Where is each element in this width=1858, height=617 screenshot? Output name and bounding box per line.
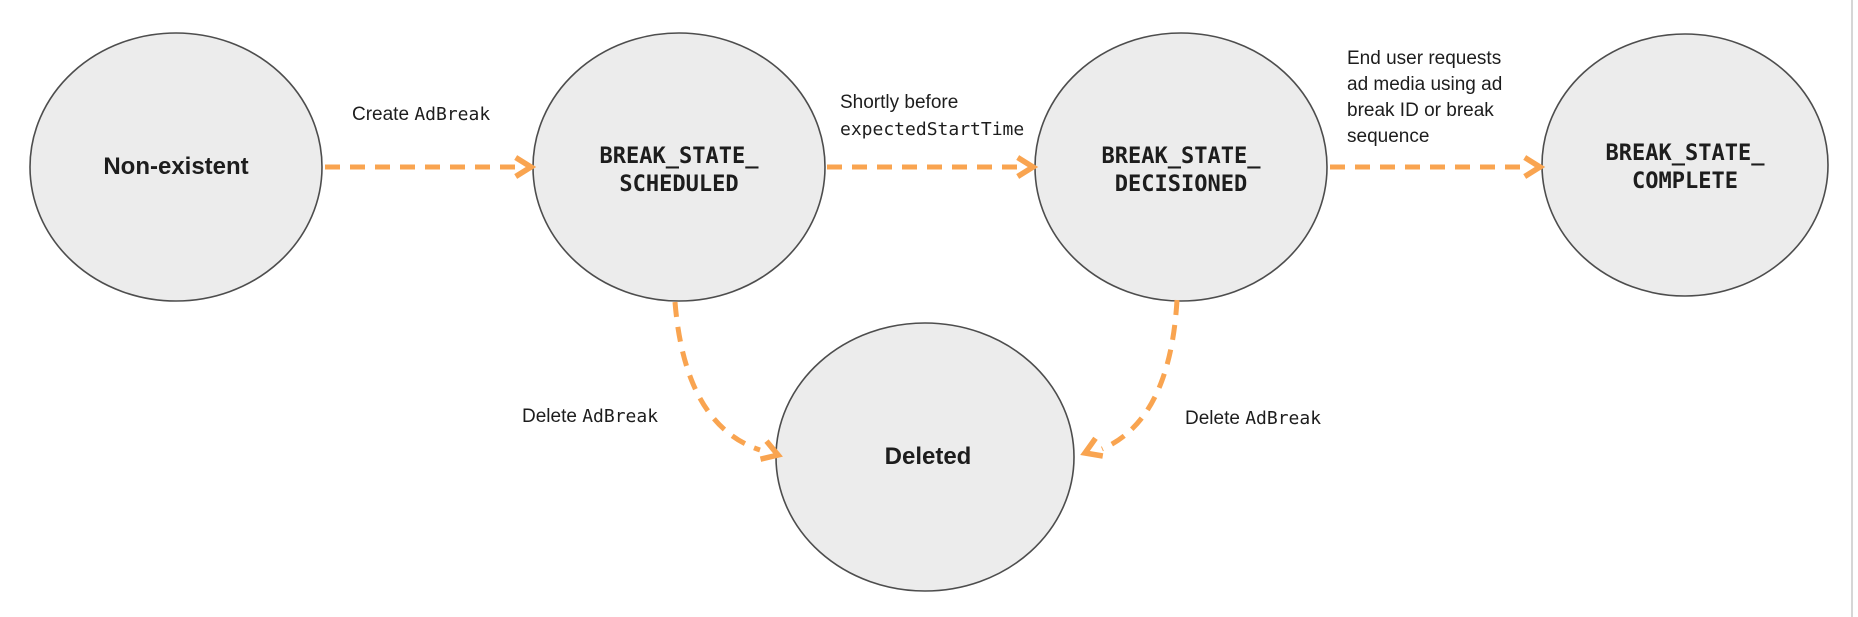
arrowhead-icon-before-expected-start-time: [1016, 155, 1039, 179]
state-label-break-state-complete: BREAK_STATE_ COMPLETE: [1605, 141, 1765, 194]
transition-label-delete-adbreak-from-scheduled: Delete AdBreak: [522, 406, 659, 427]
state-node-ellipse-break-state-complete: [1541, 33, 1829, 297]
arrowhead-icon-create-adbreak: [514, 155, 537, 179]
transition-path-delete-adbreak-from-decisioned: [1101, 299, 1180, 452]
transition-label-delete-adbreak-from-decisioned: Delete AdBreak: [1185, 408, 1322, 429]
content-right-border: [1851, 0, 1853, 617]
arrowhead-icon-delete-adbreak-from-decisioned: [1080, 436, 1104, 459]
state-label-deleted: Deleted: [884, 443, 972, 470]
state-label-break-state-scheduled: BREAK_STATE_ SCHEDULED: [599, 144, 759, 197]
arrowhead-icon-delete-adbreak-from-scheduled: [759, 439, 783, 462]
transition-label-before-expected-start-time: Shortly before expectedStartTime: [840, 92, 1025, 140]
transition-label-create-adbreak: Create AdBreak: [352, 104, 491, 125]
transition-path-delete-adbreak-from-scheduled: [672, 301, 761, 453]
arrowhead-icon-end-user-requests: [1523, 155, 1546, 179]
state-label-break-state-decisioned: BREAK_STATE_ DECISIONED: [1101, 144, 1261, 197]
state-label-non-existent: Non-existent: [103, 153, 249, 180]
state-node-ellipse-non-existent: [29, 32, 323, 302]
transition-label-end-user-requests: End user requests ad media using ad brea…: [1347, 48, 1503, 147]
